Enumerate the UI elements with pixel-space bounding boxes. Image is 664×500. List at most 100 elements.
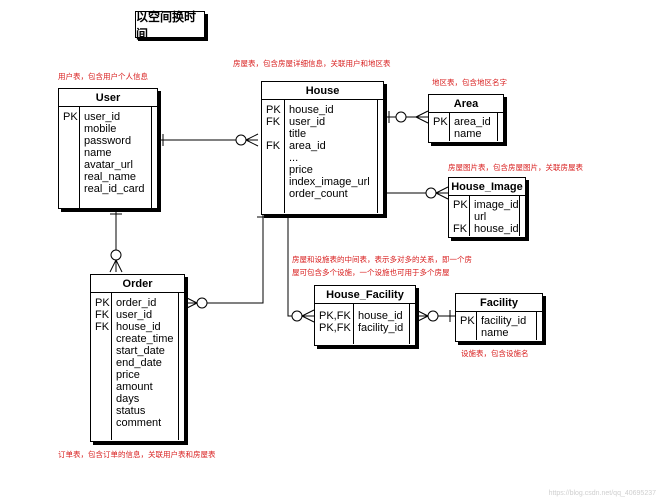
entity-house-attr-0: house_id [289, 104, 334, 116]
entity-house-image-key-1 [449, 211, 469, 223]
entity-house-attr-6: index_image_url [289, 176, 370, 188]
entity-facility-attr-1: name [481, 327, 509, 339]
house-image-note: 房屋图片表，包含房屋图片，关联房屋表 [448, 163, 583, 172]
entity-area-keys: PK [429, 113, 450, 141]
entity-user-attr-1: mobile [84, 123, 117, 135]
house-note: 房屋表，包含房屋详细信息，关联用户和地区表 [233, 59, 391, 68]
entity-house-facility-name: House_Facility [315, 286, 415, 304]
entity-order-attr-0: order_id [116, 297, 157, 309]
entity-user-keys: PK [59, 107, 80, 211]
entity-facility-key-1 [456, 327, 476, 339]
entity-house-image-attr-2: house_id [474, 223, 519, 235]
entity-order-key-1: FK [95, 309, 110, 321]
entity-order-attr-1: user_id [116, 309, 153, 321]
entity-house-key-1: FK [266, 116, 281, 128]
entity-house-image-attr-0: image_id [474, 199, 519, 211]
entity-order-key-6 [91, 369, 111, 381]
entity-order-attr-6: price [116, 369, 140, 381]
entity-user-key-1 [59, 123, 79, 135]
entity-order-key-10 [91, 417, 111, 429]
house-facility-note-line2: 屋可包含多个设施，一个设施也可用于多个房屋 [292, 268, 450, 277]
area-note: 地区表，包含地区名字 [432, 78, 507, 87]
entity-house-facility-key-0: PK,FK [319, 310, 351, 322]
entity-order-attr-10: comment [116, 417, 162, 429]
entity-order-key-2: FK [95, 321, 110, 333]
entity-user-attr-5: real_name [84, 171, 136, 183]
entity-house-key-5 [262, 164, 284, 176]
entity-facility-keys: PK [456, 312, 477, 340]
entity-user-key-5 [59, 171, 79, 183]
diagram-title: 以空间换时间 [135, 10, 205, 41]
entity-house-image-name: House_Image [449, 178, 525, 196]
entity-house-image-attr-1: url [474, 211, 487, 223]
facility-note: 设施表，包含设施名 [461, 349, 529, 358]
entity-order-attr-9: status [116, 405, 146, 417]
entity-order-key-7 [91, 381, 111, 393]
entity-house-attr-7: order_count [289, 188, 348, 200]
entity-user-key-2 [59, 135, 79, 147]
entity-area-key-0: PK [433, 116, 448, 128]
entity-order-key-0: PK [95, 297, 110, 309]
entity-house-key-7 [262, 188, 284, 200]
entity-house-key-2 [262, 128, 284, 140]
entity-house-key-6 [262, 176, 284, 188]
entity-house-attr-1: user_id [289, 116, 326, 128]
entity-area-name: Area [429, 95, 503, 113]
entity-house-key-4 [262, 152, 284, 164]
entity-user-key-4 [59, 159, 79, 171]
order-note: 订单表，包含订单的信息，关联用户表和房屋表 [58, 450, 216, 459]
entity-area-key-1 [429, 128, 449, 140]
watermark: https://blog.csdn.net/qq_40695237 [548, 490, 656, 497]
entity-house-attr-3: area_id [289, 140, 326, 152]
entity-facility-attr-0: facility_id [481, 315, 527, 327]
house-facility-note-line1: 房屋和设施表的中间表，表示多对多的关系，即一个房 [292, 255, 472, 264]
entity-order-key-4 [91, 345, 111, 357]
entity-user-attr-2: password [84, 135, 132, 147]
entity-order-attr-2: house_id [116, 321, 161, 333]
entity-order-attr-8: days [116, 393, 140, 405]
entity-order-key-5 [91, 357, 111, 369]
entity-facility-name: Facility [456, 294, 542, 312]
entity-house-attr-2: title [289, 128, 307, 140]
entity-house-key-3: FK [266, 140, 281, 152]
entity-house-attr-4: ... [289, 152, 299, 164]
entity-house-facility-attr-0: house_id [358, 310, 403, 322]
entity-house-facility-attr-1: facility_id [358, 322, 404, 334]
entity-user-attr-0: user_id [84, 111, 121, 123]
entity-order-attr-3: create_time [116, 333, 174, 345]
entity-facility-key-0: PK [460, 315, 475, 327]
entity-house-image-key-0: PK [453, 199, 468, 211]
entity-user-name: User [59, 89, 157, 107]
entity-house-key-0: PK [266, 104, 281, 116]
entity-house-name: House [262, 82, 383, 100]
entity-user-attr-4: avatar_url [84, 159, 133, 171]
entity-user-attr-3: name [84, 147, 112, 159]
entity-area-attr-1: name [454, 128, 482, 140]
entity-user-key-0: PK [63, 111, 78, 123]
entity-order-key-9 [91, 405, 111, 417]
entity-order-attr-7: amount [116, 381, 153, 393]
entity-order-key-8 [91, 393, 111, 405]
user-note: 用户表，包含用户个人信息 [58, 72, 148, 81]
entity-order-attr-5: end_date [116, 357, 162, 369]
entity-user-attr-6: real_id_card [84, 183, 145, 195]
